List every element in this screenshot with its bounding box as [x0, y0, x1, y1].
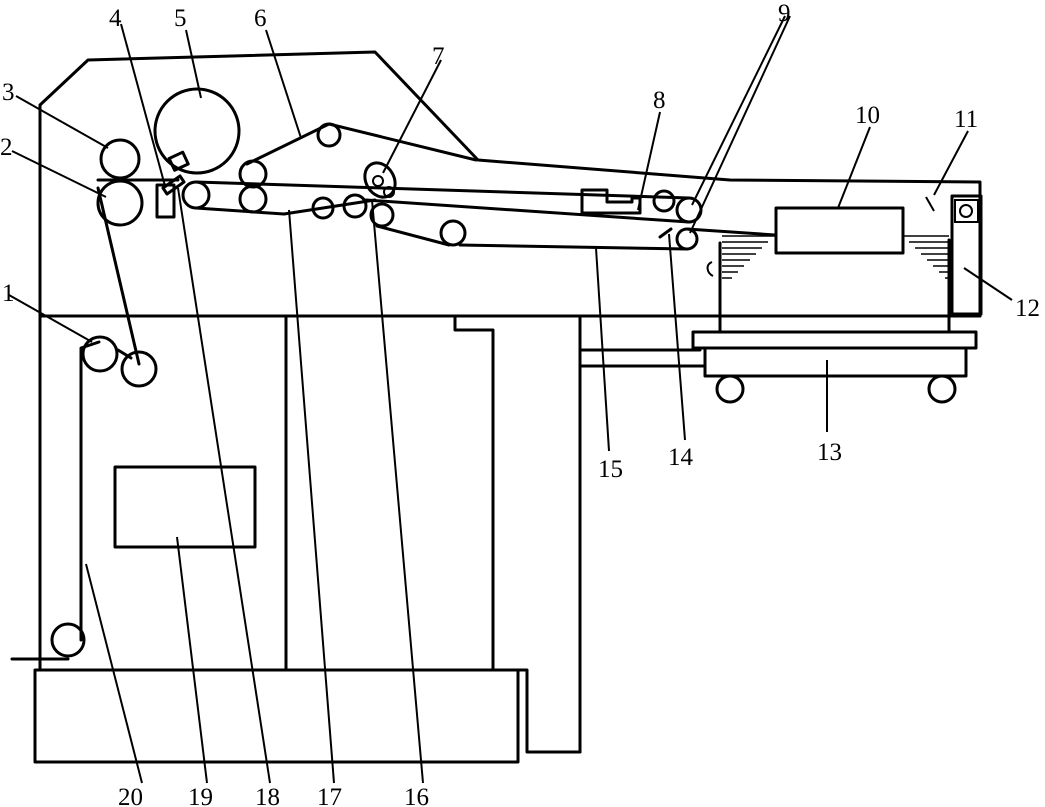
- paper-stack-hatching: [722, 235, 949, 279]
- label-5: 5: [174, 5, 187, 32]
- belt-roller-c: [238, 184, 268, 214]
- bottom-roller: [50, 622, 86, 658]
- label-7: 7: [432, 43, 445, 70]
- label-20: 20: [118, 784, 143, 807]
- stacker: [706, 194, 983, 334]
- belt-roller-a: [181, 180, 211, 210]
- label-6: 6: [254, 5, 267, 32]
- belt-roller-i: [652, 189, 676, 213]
- delivery-cart: [691, 330, 978, 404]
- label-2: 2: [0, 134, 13, 161]
- rollers: [50, 87, 703, 658]
- belt-roller-e: [311, 196, 335, 220]
- leader-lines: [8, 15, 1013, 784]
- guide-roller-2: [120, 350, 158, 388]
- machine-frame: [38, 50, 982, 754]
- knife-assembly: [96, 150, 190, 219]
- side-guide-12: [950, 194, 983, 316]
- cutter-cylinder-5: [153, 87, 241, 175]
- label-10: 10: [855, 102, 880, 129]
- label-4: 4: [109, 5, 122, 32]
- label-15: 15: [598, 456, 623, 483]
- delivery-roller-lower: [675, 227, 699, 251]
- label-13: 13: [817, 439, 842, 466]
- belt-roller-f: [342, 193, 368, 219]
- label-12: 12: [1015, 295, 1040, 322]
- control-box: [113, 465, 257, 549]
- feed-roller-2: [96, 179, 144, 227]
- label-8: 8: [653, 87, 666, 114]
- roller-assembly-7: [363, 161, 397, 199]
- belt-roller-h: [439, 219, 467, 247]
- feed-roller-3: [99, 138, 141, 180]
- conveyor-belts: [194, 122, 777, 251]
- web-path: [10, 186, 141, 661]
- guide-roller-1: [81, 335, 119, 373]
- press-plate-10: [774, 206, 905, 255]
- label-17: 17: [317, 784, 342, 807]
- label-14: 14: [668, 444, 694, 471]
- label-9: 9: [778, 0, 791, 27]
- label-19: 19: [188, 784, 213, 807]
- label-16: 16: [404, 784, 429, 807]
- label-11: 11: [954, 106, 978, 133]
- label-18: 18: [255, 784, 280, 807]
- machine-base: [33, 668, 582, 764]
- deflector-14: [658, 227, 673, 239]
- label-3: 3: [2, 79, 15, 106]
- label-1: 1: [2, 280, 15, 307]
- stop-block-8: [580, 188, 642, 215]
